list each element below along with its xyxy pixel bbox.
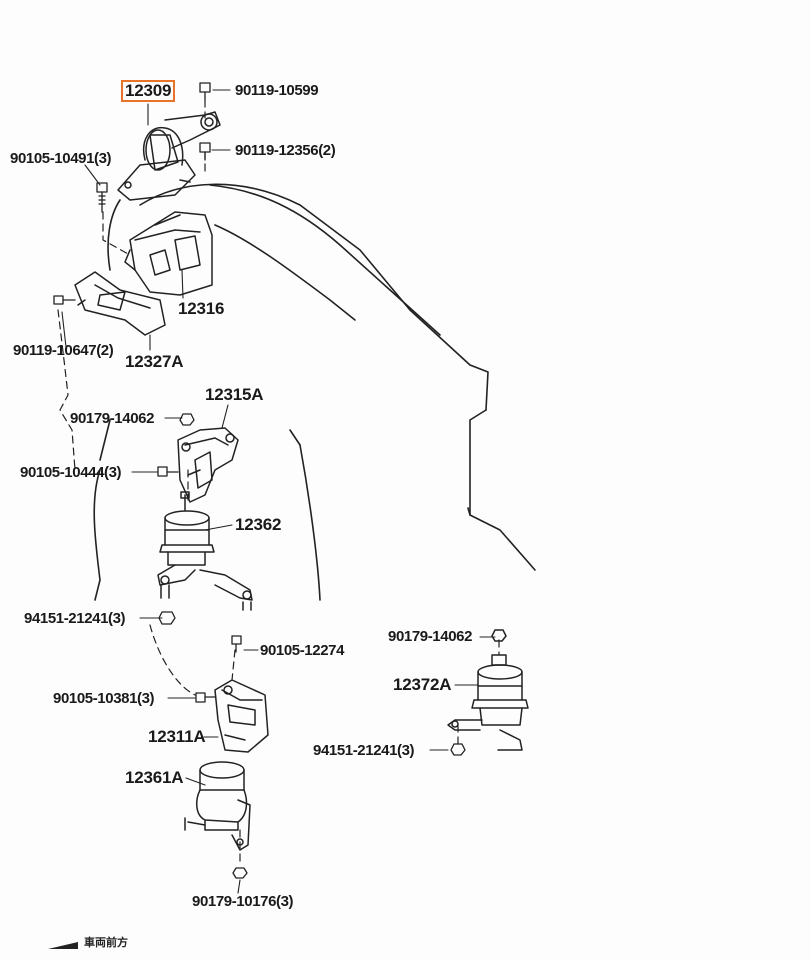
part-label-12311A[interactable]: 12311A [148,727,206,746]
leader-lines [61,89,496,894]
nut-94151-a [158,611,176,625]
part-label-90119-10647[interactable]: 90119-10647(2) [13,342,114,359]
part-12311A-bracket [214,679,269,753]
part-12361A-mount [184,761,251,851]
part-label-12372A[interactable]: 12372A [393,675,452,694]
part-label-90105-10381[interactable]: 90105-10381(3) [53,690,155,707]
part-label-12362[interactable]: 12362 [235,515,282,534]
part-12316-bracket [124,211,213,296]
part-label-90179-10176[interactable]: 90179-10176(3) [192,893,294,910]
part-label-90105-10491[interactable]: 90105-10491(3) [10,150,112,167]
part-label-12327A[interactable]: 12327A [125,352,184,371]
bolt-12327A [53,295,76,305]
part-label-12361A[interactable]: 12361A [125,768,184,787]
bolt-90105-12274 [231,635,242,653]
nut-90179-a [179,413,195,426]
bolt-90105-10381 [195,692,216,703]
part-label-90105-10444[interactable]: 90105-10444(3) [20,464,122,481]
part-label-90179-14062-b[interactable]: 90179-14062 [388,628,473,645]
front-direction-arrow-icon [48,942,78,949]
bolts-top [96,82,211,213]
part-label-12315A[interactable]: 12315A [205,385,264,404]
bolt-90105-10444 [157,466,179,477]
front-direction-note: 車両前方 [84,936,128,949]
nut-90179-10176 [232,867,248,879]
part-label-90119-10599[interactable]: 90119-10599 [235,82,319,99]
part-label-90179-14062-a[interactable]: 90179-14062 [70,410,155,427]
part-label-12309[interactable]: 12309 [121,80,176,102]
part-12315A-bracket [177,427,239,503]
part-12362-mount [157,491,253,611]
part-label-12316[interactable]: 12316 [178,299,225,318]
part-label-94151-21241-a[interactable]: 94151-21241(3) [24,610,126,627]
part-12372A-mount [447,629,529,751]
engine-outline [93,183,536,601]
part-12327A-bracket [74,271,166,336]
nut-94151-b [450,743,466,756]
part-label-94151-21241-b[interactable]: 94151-21241(3) [313,742,415,759]
part-12309-mount [117,111,221,201]
part-label-90105-12274[interactable]: 90105-12274 [260,642,345,659]
part-label-90119-12356[interactable]: 90119-12356(2) [235,142,336,159]
